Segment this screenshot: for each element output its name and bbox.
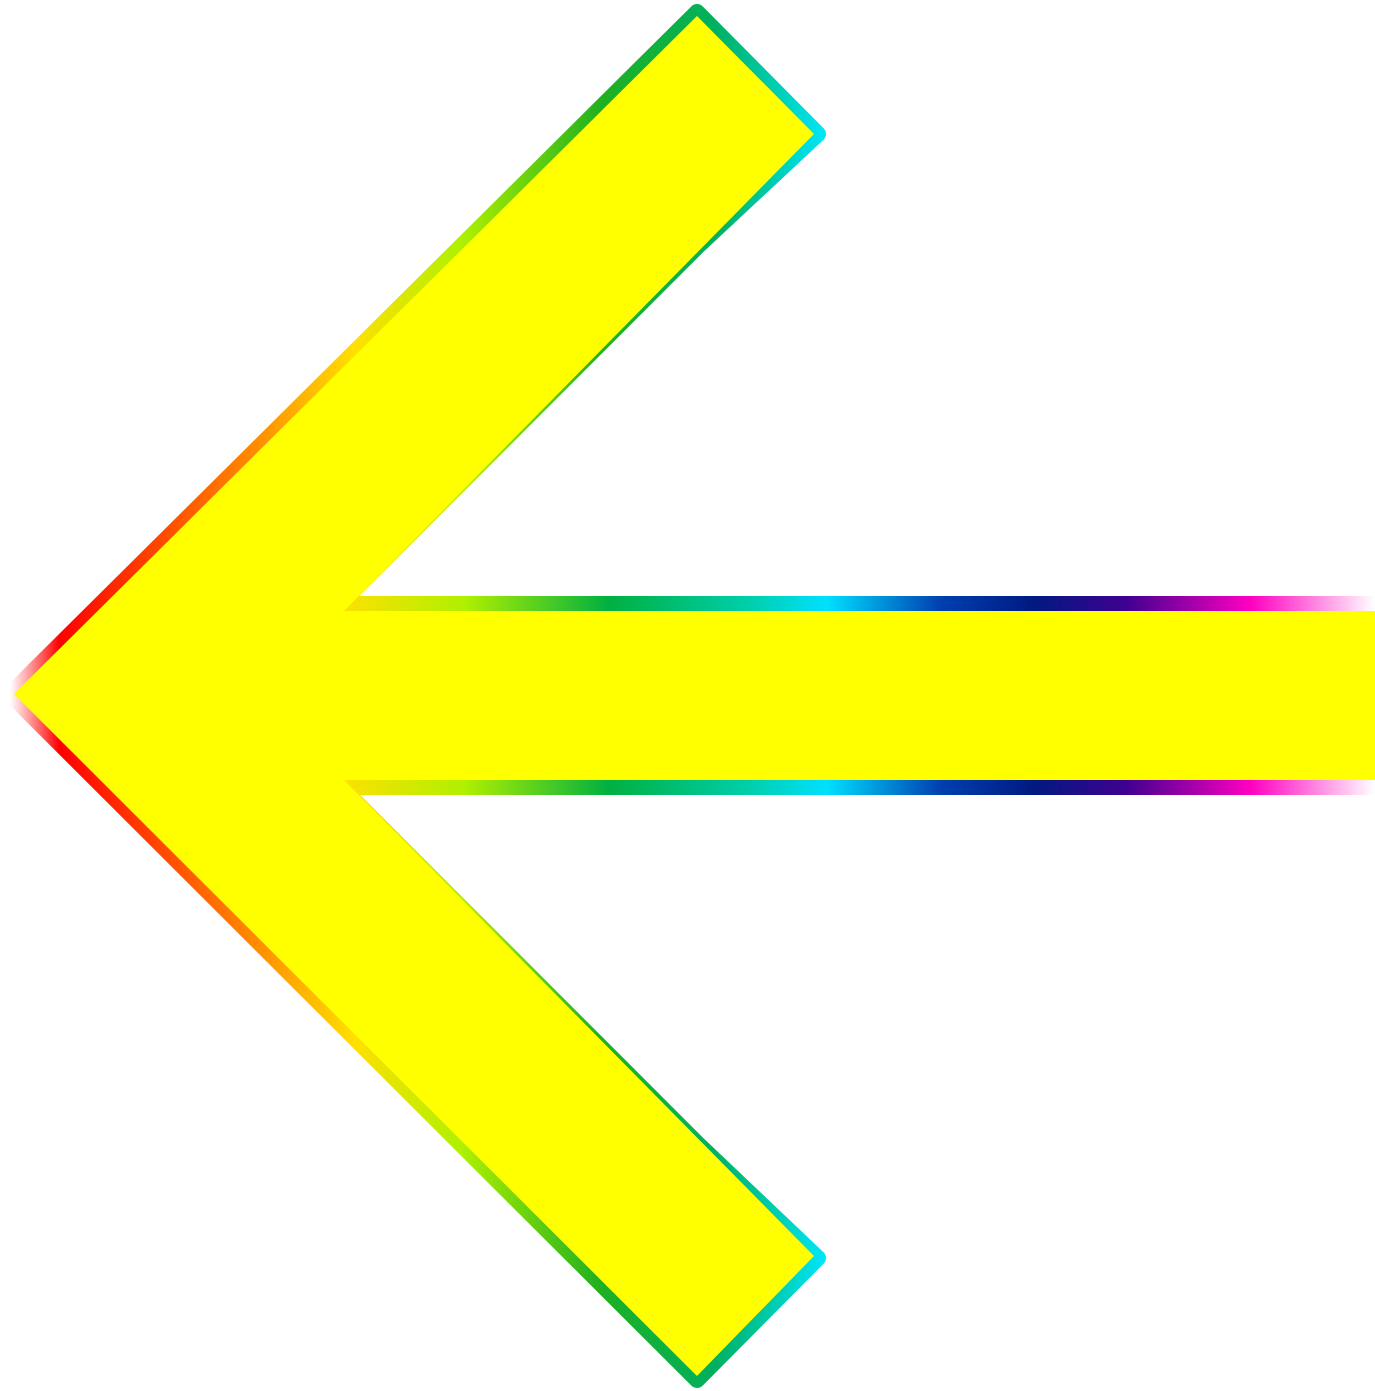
arrow-body <box>14 16 1375 1376</box>
